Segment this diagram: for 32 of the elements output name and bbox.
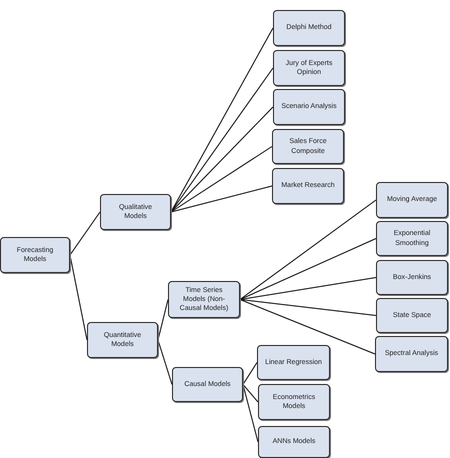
connector-line — [240, 299, 376, 354]
connector-line — [170, 106, 274, 212]
connector-line — [170, 28, 274, 212]
model-box — [0, 237, 70, 273]
connector-line — [170, 186, 272, 212]
model-box — [257, 345, 330, 380]
model-box — [258, 426, 330, 458]
connector-line — [170, 68, 274, 212]
model-box — [100, 194, 171, 230]
model-box — [376, 298, 448, 333]
model-box — [376, 260, 448, 295]
model-box — [273, 10, 345, 46]
connector-line — [242, 384, 258, 402]
model-box — [273, 89, 345, 125]
connector-line — [70, 212, 100, 256]
connector-line — [242, 362, 258, 385]
connector-line — [240, 238, 376, 300]
model-box — [375, 336, 448, 372]
model-box — [272, 168, 344, 204]
model-box — [376, 221, 448, 256]
model-box — [168, 281, 240, 318]
connector-line — [240, 200, 376, 300]
connector-line — [158, 340, 172, 385]
model-box — [172, 367, 243, 402]
model-box — [273, 50, 345, 86]
model-box — [376, 182, 448, 218]
connector-line — [240, 277, 376, 300]
connector-line — [240, 299, 376, 316]
model-box — [87, 322, 158, 358]
connector-line — [170, 146, 272, 212]
model-box — [272, 129, 344, 164]
model-box — [258, 384, 330, 420]
